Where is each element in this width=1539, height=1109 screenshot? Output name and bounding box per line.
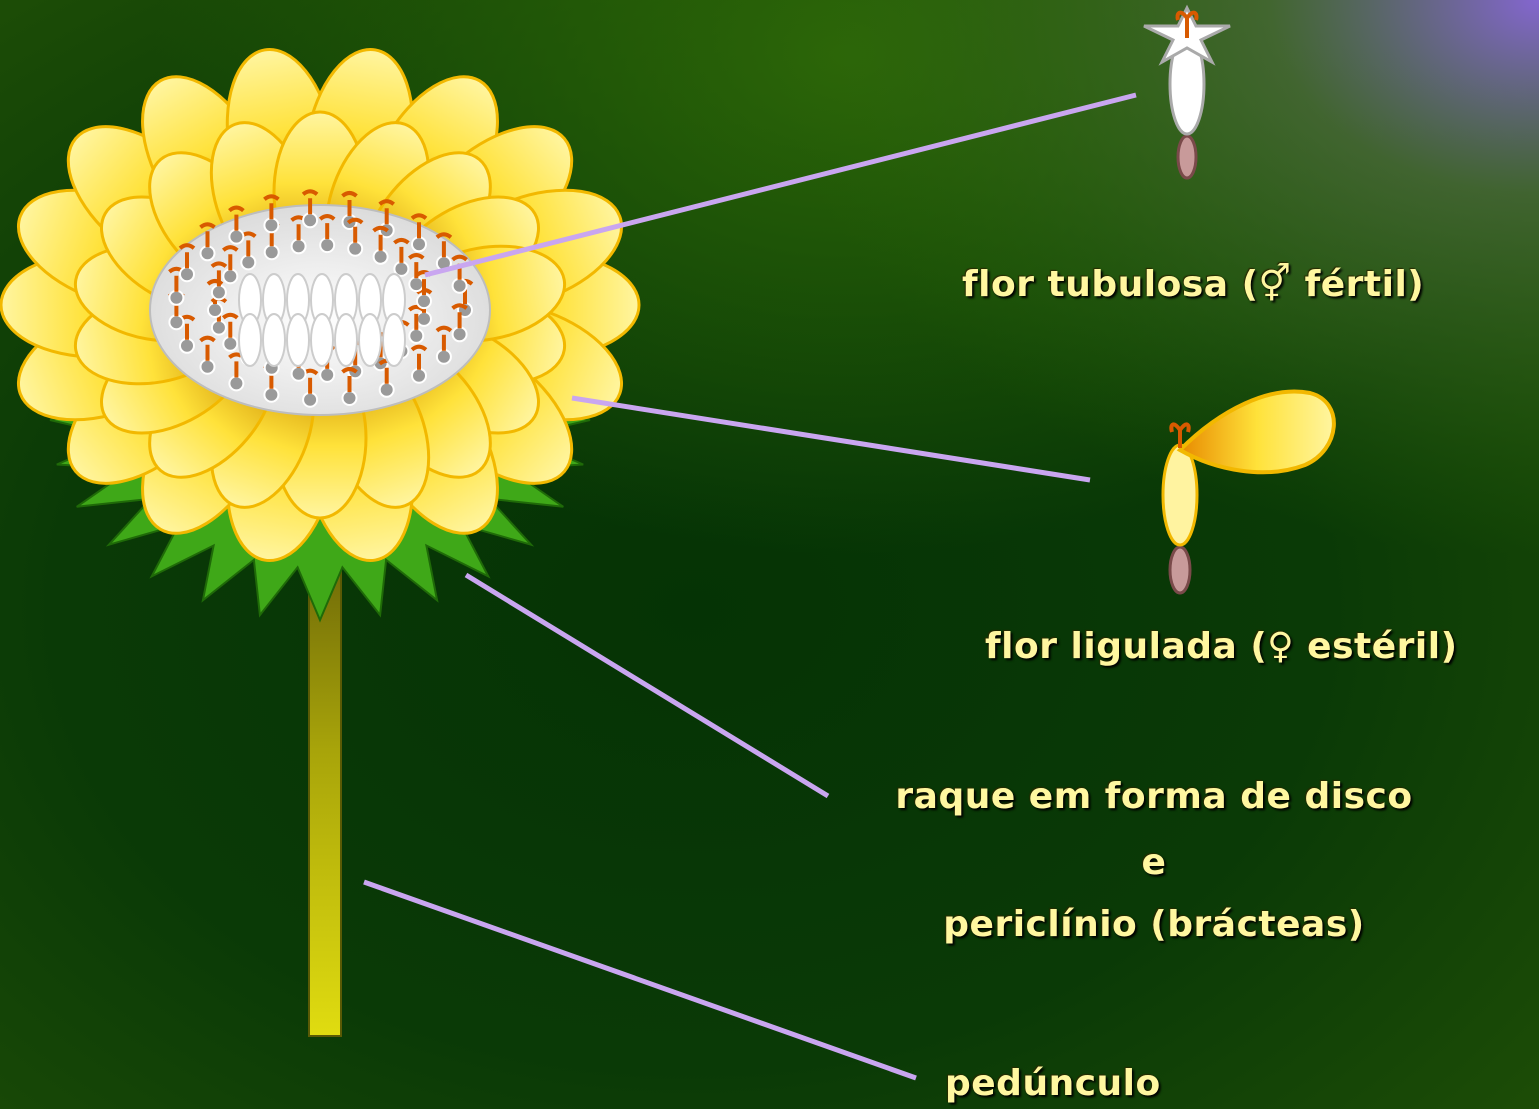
disc-floret-13 (292, 367, 306, 381)
disc-floret-44 (453, 279, 467, 293)
disc-floret-32 (264, 218, 278, 232)
disc-ovule-13 (383, 314, 405, 366)
label-receptacle-line1: raque em forma de disco (834, 776, 1474, 817)
disc-floret-34 (303, 213, 317, 227)
ligulate-ovary (1170, 547, 1190, 593)
disc-floret-4 (437, 350, 451, 364)
disc-floret-40 (412, 237, 426, 251)
disc-floret-39 (374, 250, 388, 264)
disc-ovule-9 (287, 314, 309, 366)
stem (309, 560, 341, 1036)
disc-ovule-12 (359, 314, 381, 366)
label-peduncle: pedúnculo (945, 1063, 1161, 1104)
disc-floret-19 (223, 337, 237, 351)
disc-floret-37 (348, 242, 362, 256)
disc-floret-16 (229, 376, 243, 390)
disc-floret-31 (265, 245, 279, 259)
disc-ovule-7 (239, 314, 261, 366)
disc-floret-12 (303, 393, 317, 407)
disc-floret-23 (208, 303, 222, 317)
ligulate-tube (1163, 445, 1197, 545)
disc-floret-10 (343, 391, 357, 405)
label-ligulate-floret: flor ligulada (♀ estéril) (985, 626, 1458, 667)
disc-floret-14 (264, 388, 278, 402)
disc-ovule-11 (335, 314, 357, 366)
disc-floret-33 (292, 239, 306, 253)
disc-floret-28 (201, 246, 215, 260)
disc-floret-24 (169, 291, 183, 305)
label-receptacle-line3: periclínio (brácteas) (834, 904, 1474, 945)
disc-floret-18 (201, 360, 215, 374)
disc-floret-35 (320, 238, 334, 252)
disc-floret-2 (453, 327, 467, 341)
disc-floret-22 (169, 315, 183, 329)
disc-floret-21 (212, 321, 226, 335)
tubular-ovary (1178, 136, 1196, 178)
disc-floret-29 (241, 255, 255, 269)
disc-floret-45 (417, 294, 431, 308)
label-receptacle-line2: e (834, 842, 1474, 883)
disc-floret-8 (380, 383, 394, 397)
disc-ovule-10 (311, 314, 333, 366)
disc-floret-20 (180, 339, 194, 353)
disc-floret-26 (180, 267, 194, 281)
disc-floret-3 (409, 329, 423, 343)
disc-floret-6 (412, 369, 426, 383)
disc-floret-43 (409, 277, 423, 291)
disc-floret-1 (417, 312, 431, 326)
disc-floret-27 (223, 269, 237, 283)
label-tubular-floret: flor tubulosa (⚥ fértil) (962, 264, 1424, 305)
disc-floret-25 (212, 285, 226, 299)
disc-floret-30 (229, 230, 243, 244)
disc-ovule-8 (263, 314, 285, 366)
disc-floret-11 (320, 368, 334, 382)
